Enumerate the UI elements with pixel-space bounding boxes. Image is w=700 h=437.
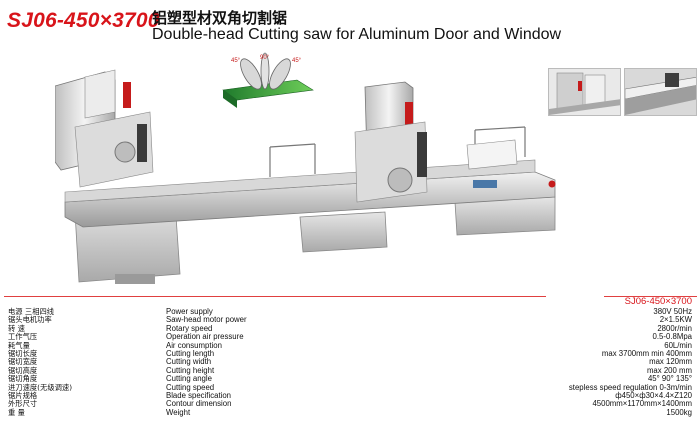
spec-row: 锯切角度 Cutting angle 45° 90° 135°	[0, 374, 700, 384]
cutting-saw-illustration: 45° 90° 45°	[54, 52, 556, 284]
spec-value: 380V 50Hz	[653, 307, 692, 316]
spec-value: 1500kg	[666, 407, 692, 417]
spec-label-cn: 锯片规格	[8, 390, 38, 400]
spec-row: 耗气量 Air consumption 60L/min	[0, 340, 700, 350]
right-saw-head	[354, 81, 428, 203]
spec-value: 0.5-0.8Mpa	[652, 332, 692, 342]
spec-label-en: Power supply	[166, 307, 213, 316]
spec-label-en: Cutting length	[166, 348, 215, 358]
spec-label-cn: 锯切长度	[8, 348, 38, 358]
spec-value: max 3700mm min 400mm	[601, 348, 692, 358]
detail-photo-1	[548, 68, 621, 116]
spec-row: 转 速 Rotary speed 2800r/min	[0, 323, 700, 333]
spec-value: 45° 90° 135°	[647, 374, 692, 384]
spec-label-en: Air consumption	[166, 340, 222, 350]
spec-value: 4500mm×1170mm×1400mm	[592, 399, 692, 409]
spec-row: 电源 三相四线 Power supply 380V 50Hz	[0, 307, 700, 316]
title-english: Double-head Cutting saw for Aluminum Doo…	[152, 26, 562, 43]
spec-label-en: Weight	[166, 407, 191, 417]
spec-label-en: Cutting angle	[166, 374, 212, 384]
spec-label-cn: 电源 三相四线	[8, 307, 55, 316]
spec-value: max 200 mm	[646, 365, 692, 375]
spec-value: ф450×ф30×4.4×Z120	[615, 390, 692, 400]
spec-label-cn: 工作气压	[8, 332, 38, 342]
spec-label-cn: 锯切高度	[8, 365, 38, 375]
spec-label-en: Operation air pressure	[166, 332, 244, 342]
machine-photo: 45° 90° 45°	[54, 52, 565, 292]
spec-label-en: Saw-head motor power	[166, 315, 247, 325]
spec-label-cn: 进刀速度(无级调速)	[8, 382, 73, 392]
spec-value: max 120mm	[649, 357, 692, 367]
spec-row: 进刀速度(无级调速) Cutting speed stepless speed re…	[0, 382, 700, 392]
spec-label-en: Cutting width	[166, 357, 212, 367]
spec-row: 锯切长度 Cutting length max 3700mm min 400mm	[0, 348, 700, 358]
spec-row: 工作气压 Operation air pressure 0.5-0.8Mpa	[0, 332, 700, 342]
spec-label-cn: 外形尺寸	[8, 399, 38, 409]
spec-label-en: Rotary speed	[166, 323, 213, 333]
spec-label-cn: 转 速	[8, 323, 25, 333]
header-rule	[4, 296, 546, 297]
spec-model-header: SJ06-450×3700	[624, 296, 692, 307]
spec-label-en: Contour dimension	[166, 399, 232, 409]
spec-label-cn: 锯切角度	[8, 374, 38, 384]
spec-label-en: Blade specification	[166, 390, 232, 400]
specification-table: SJ06-450×3700 电源 三相四线 Power supply 380V 50…	[0, 296, 700, 437]
angle-label-left: 45°	[231, 58, 241, 64]
spec-row: 锯片规格 Blade specification ф450×ф30×4.4×Z120	[0, 390, 700, 400]
spec-value: 60L/min	[664, 340, 692, 350]
spec-row: 重 量 Weight 1500kg	[0, 407, 700, 417]
model-title: SJ06-450×3700	[7, 9, 160, 32]
spec-label-en: Cutting speed	[166, 382, 215, 392]
detail-photo-2	[624, 68, 697, 116]
spec-label-cn: 重 量	[8, 407, 25, 417]
angle-label-right: 45°	[292, 58, 302, 64]
spec-label-cn: 锯头电机功率	[8, 315, 52, 325]
spec-value: 2800r/min	[657, 323, 692, 333]
title-chinese: 铝塑型材双角切割锯	[152, 9, 288, 27]
spec-label-cn: 耗气量	[8, 340, 30, 350]
spec-value: 2×1.5KW	[659, 315, 692, 325]
left-saw-head	[54, 69, 154, 188]
spec-row: 外形尺寸 Contour dimension 4500mm×1170mm×1400m…	[0, 399, 700, 409]
spec-value: stepless speed regulation 0-3m/min	[568, 382, 692, 392]
angle-label-center: 90°	[260, 55, 270, 61]
spec-row: 锯切宽度 Cutting width max 120mm	[0, 357, 700, 367]
spec-label-cn: 锯切宽度	[8, 357, 38, 367]
header-rule	[604, 296, 697, 297]
spec-row: 锯头电机功率 Saw-head motor power 2×1.5KW	[0, 315, 700, 325]
control-box	[466, 139, 556, 188]
spec-row: 锯切高度 Cutting height max 200 mm	[0, 365, 700, 375]
blade-angle-diagram: 45° 90° 45°	[222, 52, 314, 108]
spec-label-en: Cutting height	[166, 365, 215, 375]
